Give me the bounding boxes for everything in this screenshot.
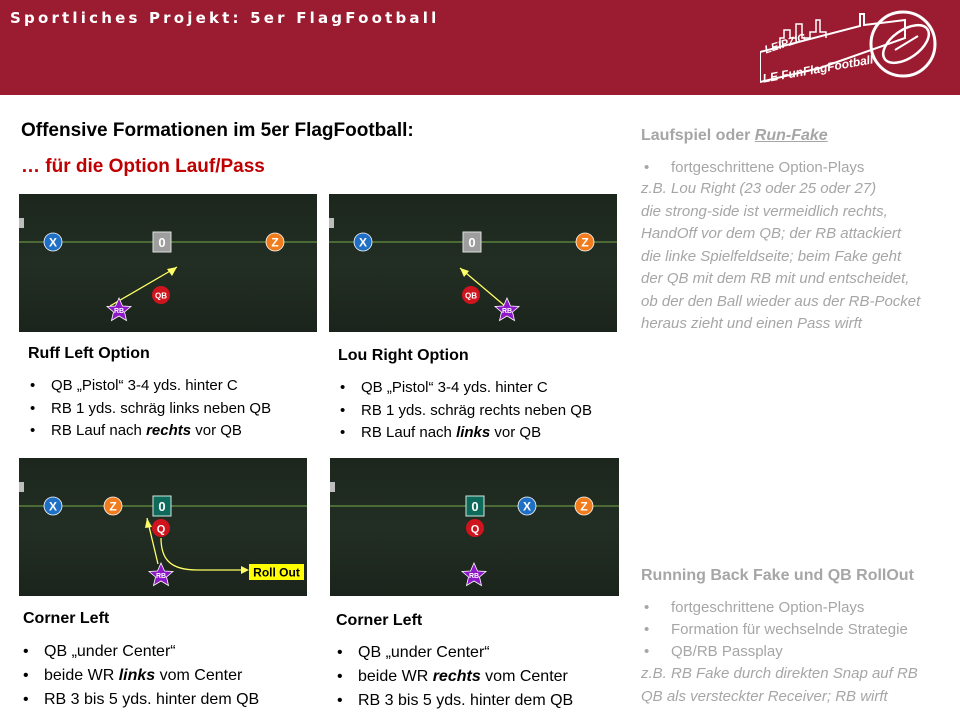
player-qb-label: QB	[465, 292, 477, 301]
bullet-item: QB „under Center“	[14, 640, 259, 664]
side-bullets-rollout: fortgeschrittene Option-Plays Formation …	[641, 597, 908, 663]
player-x-label: X	[49, 236, 57, 250]
roll-out-label: Roll Out	[249, 564, 304, 580]
player-qb-label: QB	[155, 292, 167, 301]
play-diagram-svg: 0 X Z Q RB	[330, 495, 619, 587]
player-center: 0	[152, 231, 172, 253]
route-arrowhead	[460, 268, 469, 277]
bullet-item: RB Lauf nach rechts vor QB	[21, 420, 271, 443]
player-rb-label: RB	[114, 308, 124, 315]
player-x: X	[517, 496, 537, 516]
main-title: Offensive Formationen im 5er FlagFootbal…	[21, 120, 414, 141]
player-qb: Q	[466, 519, 484, 537]
route-arrow	[109, 266, 178, 307]
play-diagram-svg: X Z 0 Q RB Roll Out	[19, 495, 307, 587]
bullet-item: fortgeschrittene Option-Plays	[641, 157, 864, 179]
player-qb-label: Q	[157, 524, 166, 536]
bullet-item: RB 3 bis 5 yds. hinter dem QB	[328, 689, 573, 713]
player-z-label: Z	[580, 500, 587, 514]
player-center-label: 0	[158, 235, 165, 250]
bullet-item: fortgeschrittene Option-Plays	[641, 597, 908, 619]
player-z-label: Z	[271, 236, 278, 250]
player-center: 0	[152, 495, 172, 517]
logo: LEIPZIG LE FunFlagFootball	[759, 8, 945, 88]
player-center-label: 0	[468, 235, 475, 250]
play-bullets-ruff-left: QB „Pistol“ 3-4 yds. hinter C RB 1 yds. …	[21, 375, 271, 443]
side-title-rollout: Running Back Fake und QB RollOut	[641, 567, 914, 584]
player-rb: RB	[147, 562, 175, 587]
bullet-item: QB „under Center“	[328, 641, 573, 665]
player-center: 0	[465, 495, 485, 517]
play-title-lou-right: Lou Right Option	[338, 347, 469, 364]
bullet-item: RB 1 yds. schräg rechts neben QB	[331, 400, 592, 423]
header-title: Sportliches Projekt: 5er FlagFootball	[10, 9, 440, 27]
bullet-item: Formation für wechselnde Strategie	[641, 619, 908, 641]
player-center-label: 0	[158, 499, 165, 514]
player-qb-label: Q	[471, 524, 480, 536]
bullet-item: RB 3 bis 5 yds. hinter dem QB	[14, 688, 259, 712]
roll-out-text: Roll Out	[253, 566, 300, 580]
logo-graphic	[759, 10, 937, 84]
side-title-run-fake: Laufspiel oder Run-Fake	[641, 127, 828, 144]
player-rb-label: RB	[469, 573, 479, 580]
bullet-item: beide WR rechts vom Center	[328, 665, 573, 689]
player-rb-label: RB	[502, 308, 512, 315]
player-qb: Q	[152, 519, 170, 537]
bullet-item: QB/RB Passplay	[641, 641, 908, 663]
player-center: 0	[462, 231, 482, 253]
play-diagram-svg: X 0 Z QB RB	[19, 231, 317, 322]
header-bar: Sportliches Projekt: 5er FlagFootball LE…	[0, 0, 960, 95]
bullet-item: QB „Pistol“ 3-4 yds. hinter C	[21, 375, 271, 398]
player-rb: RB	[105, 297, 133, 322]
player-x-label: X	[523, 500, 531, 514]
player-center-label: 0	[471, 499, 478, 514]
player-z: Z	[575, 232, 595, 252]
player-z-label: Z	[581, 236, 588, 250]
route-arrow	[459, 267, 506, 307]
bullet-item: beide WR links vom Center	[14, 664, 259, 688]
player-rb: RB	[460, 562, 488, 587]
player-rb: RB	[493, 297, 521, 322]
player-z-label: Z	[109, 500, 116, 514]
player-z: Z	[574, 496, 594, 516]
main-subtitle: … für die Option Lauf/Pass	[21, 156, 265, 177]
play-diagram-ruff-left: X 0 Z QB RB	[19, 194, 317, 332]
player-qb: QB	[152, 286, 170, 304]
player-x: X	[353, 232, 373, 252]
play-bullets-corner-left-1: QB „under Center“ beide WR links vom Cen…	[14, 640, 259, 712]
route-arrowhead-rb	[145, 518, 152, 528]
side-note-run-fake: z.B. Lou Right (23 oder 25 oder 27) die …	[641, 180, 921, 332]
bullet-item: RB Lauf nach links vor QB	[331, 422, 592, 445]
player-x-label: X	[49, 500, 57, 514]
player-z: Z	[265, 232, 285, 252]
bullet-item: QB „Pistol“ 3-4 yds. hinter C	[331, 377, 592, 400]
bullet-item: RB 1 yds. schräg links neben QB	[21, 398, 271, 421]
field-tab	[19, 482, 24, 492]
route-arrowhead	[167, 267, 177, 276]
side-note-rollout: z.B. RB Fake durch direkten Snap auf RB …	[641, 665, 918, 705]
play-diagram-lou-right: X 0 Z QB RB	[329, 194, 617, 332]
field-tab	[329, 218, 334, 228]
player-x: X	[43, 496, 63, 516]
play-title-corner-left-2: Corner Left	[336, 612, 423, 629]
player-qb: QB	[462, 286, 480, 304]
play-bullets-lou-right: QB „Pistol“ 3-4 yds. hinter C RB 1 yds. …	[331, 377, 592, 445]
player-x-label: X	[359, 236, 367, 250]
route-arrow-rollout	[160, 537, 247, 571]
player-x: X	[43, 232, 63, 252]
play-bullets-corner-left-2: QB „under Center“ beide WR rechts vom Ce…	[328, 641, 573, 713]
play-diagram-corner-left-2: 0 X Z Q RB	[330, 458, 619, 596]
play-title-corner-left-1: Corner Left	[23, 610, 110, 627]
route-arrowhead-rollout	[241, 566, 249, 574]
player-rb-label: RB	[156, 573, 166, 580]
player-z: Z	[103, 496, 123, 516]
side-bullets-run-fake: fortgeschrittene Option-Plays	[641, 157, 864, 179]
field-tab	[19, 218, 24, 228]
field-tab	[330, 482, 335, 492]
play-title-ruff-left: Ruff Left Option	[28, 345, 150, 362]
play-diagram-corner-left-1: X Z 0 Q RB Roll Out	[19, 458, 307, 596]
play-diagram-svg: X 0 Z QB RB	[329, 231, 617, 322]
